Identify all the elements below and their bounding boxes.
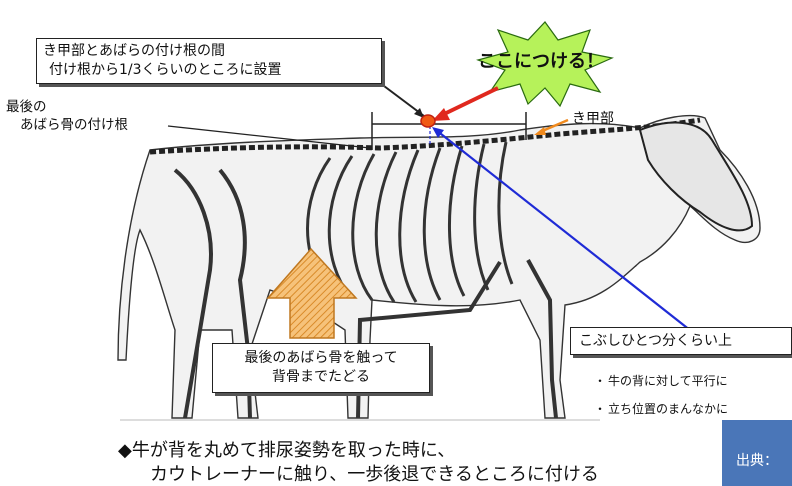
bullet-icon: ・ — [594, 400, 608, 417]
attach-here-label: ここにつける！ — [478, 47, 604, 73]
callout-attach-position: き甲部とあばらの付け根の間 付け根から1/3くらいのところに設置 — [36, 38, 382, 84]
last-rib-line2: あばら骨の付け根 — [6, 116, 128, 134]
callout-last-rib: 最後の あばら骨の付け根 — [6, 98, 128, 134]
red-arrow — [440, 88, 498, 116]
bottom-caption-line2: カウトレーナーに触り、一歩後退できるところに付ける — [150, 460, 599, 486]
rib-trace-line1: 最後のあばら骨を触って — [219, 349, 423, 368]
note-item-parallel: ・牛の背に対して平行に — [594, 372, 728, 389]
bottom-caption-line1: ◆牛が背を丸めて排尿姿勢を取った時に、 — [118, 436, 455, 462]
bullet-icon: ・ — [594, 372, 608, 389]
callout-top-line2: 付け根から1/3くらいのところに設置 — [43, 61, 375, 80]
note-text: 牛の背に対して平行に — [608, 374, 728, 388]
rib-trace-line2: 背骨までたどる — [219, 368, 423, 387]
note-item-center: ・立ち位置のまんなかに — [594, 400, 728, 417]
callout-rib-trace: 最後のあばら骨を触って 背骨までたどる — [212, 343, 430, 393]
attach-marker — [421, 115, 435, 127]
last-rib-line1: 最後の — [6, 98, 128, 116]
callout-withers: き甲部 — [572, 110, 614, 129]
note-text: 立ち位置のまんなかに — [608, 402, 728, 416]
callout-fist-above: こぶしひとつ分くらい上 — [570, 327, 792, 355]
source-box: 出典： — [722, 420, 792, 486]
callout-top-line1: き甲部とあばらの付け根の間 — [43, 42, 375, 61]
